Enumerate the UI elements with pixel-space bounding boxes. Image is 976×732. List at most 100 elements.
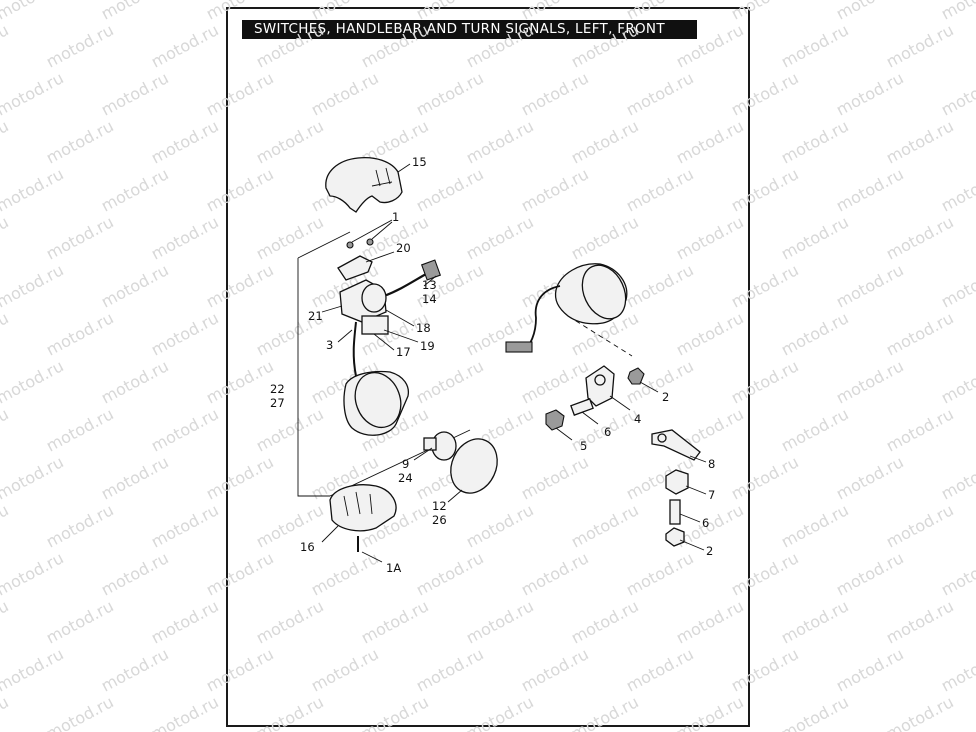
watermark-text: motod.ru — [938, 164, 976, 215]
callout-15: 15 — [412, 155, 427, 169]
watermark-text: motod.ru — [623, 260, 697, 311]
watermark-text: motod.ru — [0, 356, 67, 407]
watermark-text: motod.ru — [203, 260, 277, 311]
watermark-text: motod.ru — [938, 548, 976, 599]
watermark-text: motod.ru — [883, 692, 957, 732]
watermark-text: motod.ru — [463, 596, 537, 647]
callout-1: 1 — [392, 210, 399, 224]
watermark-text: motod.ru — [148, 596, 222, 647]
watermark-text: motod.ru — [833, 164, 907, 215]
watermark-text: motod.ru — [43, 596, 117, 647]
watermark-text: motod.ru — [778, 404, 852, 455]
part-lens — [450, 438, 498, 494]
watermark-text: motod.ru — [43, 20, 117, 71]
watermark-text: motod.ru — [518, 164, 592, 215]
watermark-text: motod.ru — [253, 116, 327, 167]
watermark-text: motod.ru — [148, 500, 222, 551]
watermark-text: motod.ru — [938, 644, 976, 695]
watermark-text: motod.ru — [0, 20, 12, 71]
part-mount-bracket — [585, 365, 615, 407]
watermark-text: motod.ru — [938, 452, 976, 503]
watermark-text: motod.ru — [938, 260, 976, 311]
part-turn-signal-right — [505, 263, 628, 353]
watermark-text: motod.ru — [883, 500, 957, 551]
watermark-text: motod.ru — [728, 548, 802, 599]
watermark-text: motod.ru — [148, 116, 222, 167]
part-clamp-plate — [651, 429, 701, 461]
callout-6-lower: 6 — [702, 516, 709, 530]
watermark-text: motod.ru — [778, 20, 852, 71]
watermark-text: motod.ru — [98, 644, 172, 695]
watermark-text: motod.ru — [0, 596, 12, 647]
watermark-text: motod.ru — [98, 356, 172, 407]
watermark-text: motod.ru — [413, 548, 487, 599]
watermark-text: motod.ru — [518, 644, 592, 695]
watermark-text: motod.ru — [568, 692, 642, 732]
callout-16: 16 — [300, 540, 315, 554]
watermark-text: motod.ru — [253, 404, 327, 455]
watermark-text: motod.ru — [0, 116, 12, 167]
watermark-text: motod.ru — [203, 0, 277, 24]
watermark-text: motod.ru — [463, 212, 537, 263]
watermark-text: motod.ru — [938, 0, 976, 24]
watermark-text: motod.ru — [0, 164, 67, 215]
watermark-text: motod.ru — [413, 68, 487, 119]
watermark-text: motod.ru — [518, 356, 592, 407]
watermark-text: motod.ru — [203, 644, 277, 695]
watermark-text: motod.ru — [778, 116, 852, 167]
watermark-text: motod.ru — [883, 308, 957, 359]
watermark-text: motod.ru — [883, 116, 957, 167]
watermark-text: motod.ru — [833, 260, 907, 311]
part-bulb — [423, 431, 457, 461]
part-switch-housing-lower — [329, 484, 397, 532]
watermark-text: motod.ru — [98, 164, 172, 215]
watermark-text: motod.ru — [938, 68, 976, 119]
watermark-text: motod.ru — [883, 20, 957, 71]
callout-5: 5 — [580, 439, 587, 453]
callout-19: 19 — [420, 339, 435, 353]
callout-2-upper: 2 — [662, 390, 669, 404]
watermark-text: motod.ru — [568, 20, 642, 71]
watermark-text: motod.ru — [463, 20, 537, 71]
watermark-text: motod.ru — [98, 452, 172, 503]
watermark-text: motod.ru — [938, 356, 976, 407]
watermark-text: motod.ru — [568, 500, 642, 551]
watermark-text: motod.ru — [673, 116, 747, 167]
watermark-text: motod.ru — [728, 68, 802, 119]
watermark-text: motod.ru — [833, 644, 907, 695]
callout-27: 27 — [270, 396, 285, 410]
part-bolt — [669, 499, 681, 525]
part-nut-upper — [627, 367, 645, 385]
callout-20: 20 — [396, 241, 411, 255]
watermark-text: motod.ru — [623, 68, 697, 119]
watermark-text: motod.ru — [148, 308, 222, 359]
callout-2-lower: 2 — [706, 544, 713, 558]
watermark-text: motod.ru — [203, 68, 277, 119]
watermark-text: motod.ru — [358, 20, 432, 71]
watermark-text: motod.ru — [43, 116, 117, 167]
watermark-text: motod.ru — [728, 452, 802, 503]
watermark-text: motod.ru — [833, 548, 907, 599]
callout-9: 9 — [402, 457, 409, 471]
watermark-text: motod.ru — [728, 260, 802, 311]
watermark-text: motod.ru — [148, 692, 222, 732]
watermark-text: motod.ru — [43, 308, 117, 359]
callout-22: 22 — [270, 382, 285, 396]
watermark-text: motod.ru — [518, 452, 592, 503]
watermark-text: motod.ru — [518, 0, 592, 24]
callout-21: 21 — [308, 309, 323, 323]
watermark-text: motod.ru — [203, 356, 277, 407]
callout-24: 24 — [398, 471, 413, 485]
diagram-page-frame — [226, 7, 750, 727]
watermark-text: motod.ru — [308, 0, 382, 24]
watermark-text: motod.ru — [0, 212, 12, 263]
watermark-text: motod.ru — [43, 404, 117, 455]
callout-8: 8 — [708, 457, 715, 471]
watermark-text: motod.ru — [518, 68, 592, 119]
part-nut-lower — [665, 527, 685, 547]
watermark-text: motod.ru — [43, 692, 117, 732]
watermark-text: motod.ru — [43, 212, 117, 263]
watermark-text: motod.ru — [883, 212, 957, 263]
